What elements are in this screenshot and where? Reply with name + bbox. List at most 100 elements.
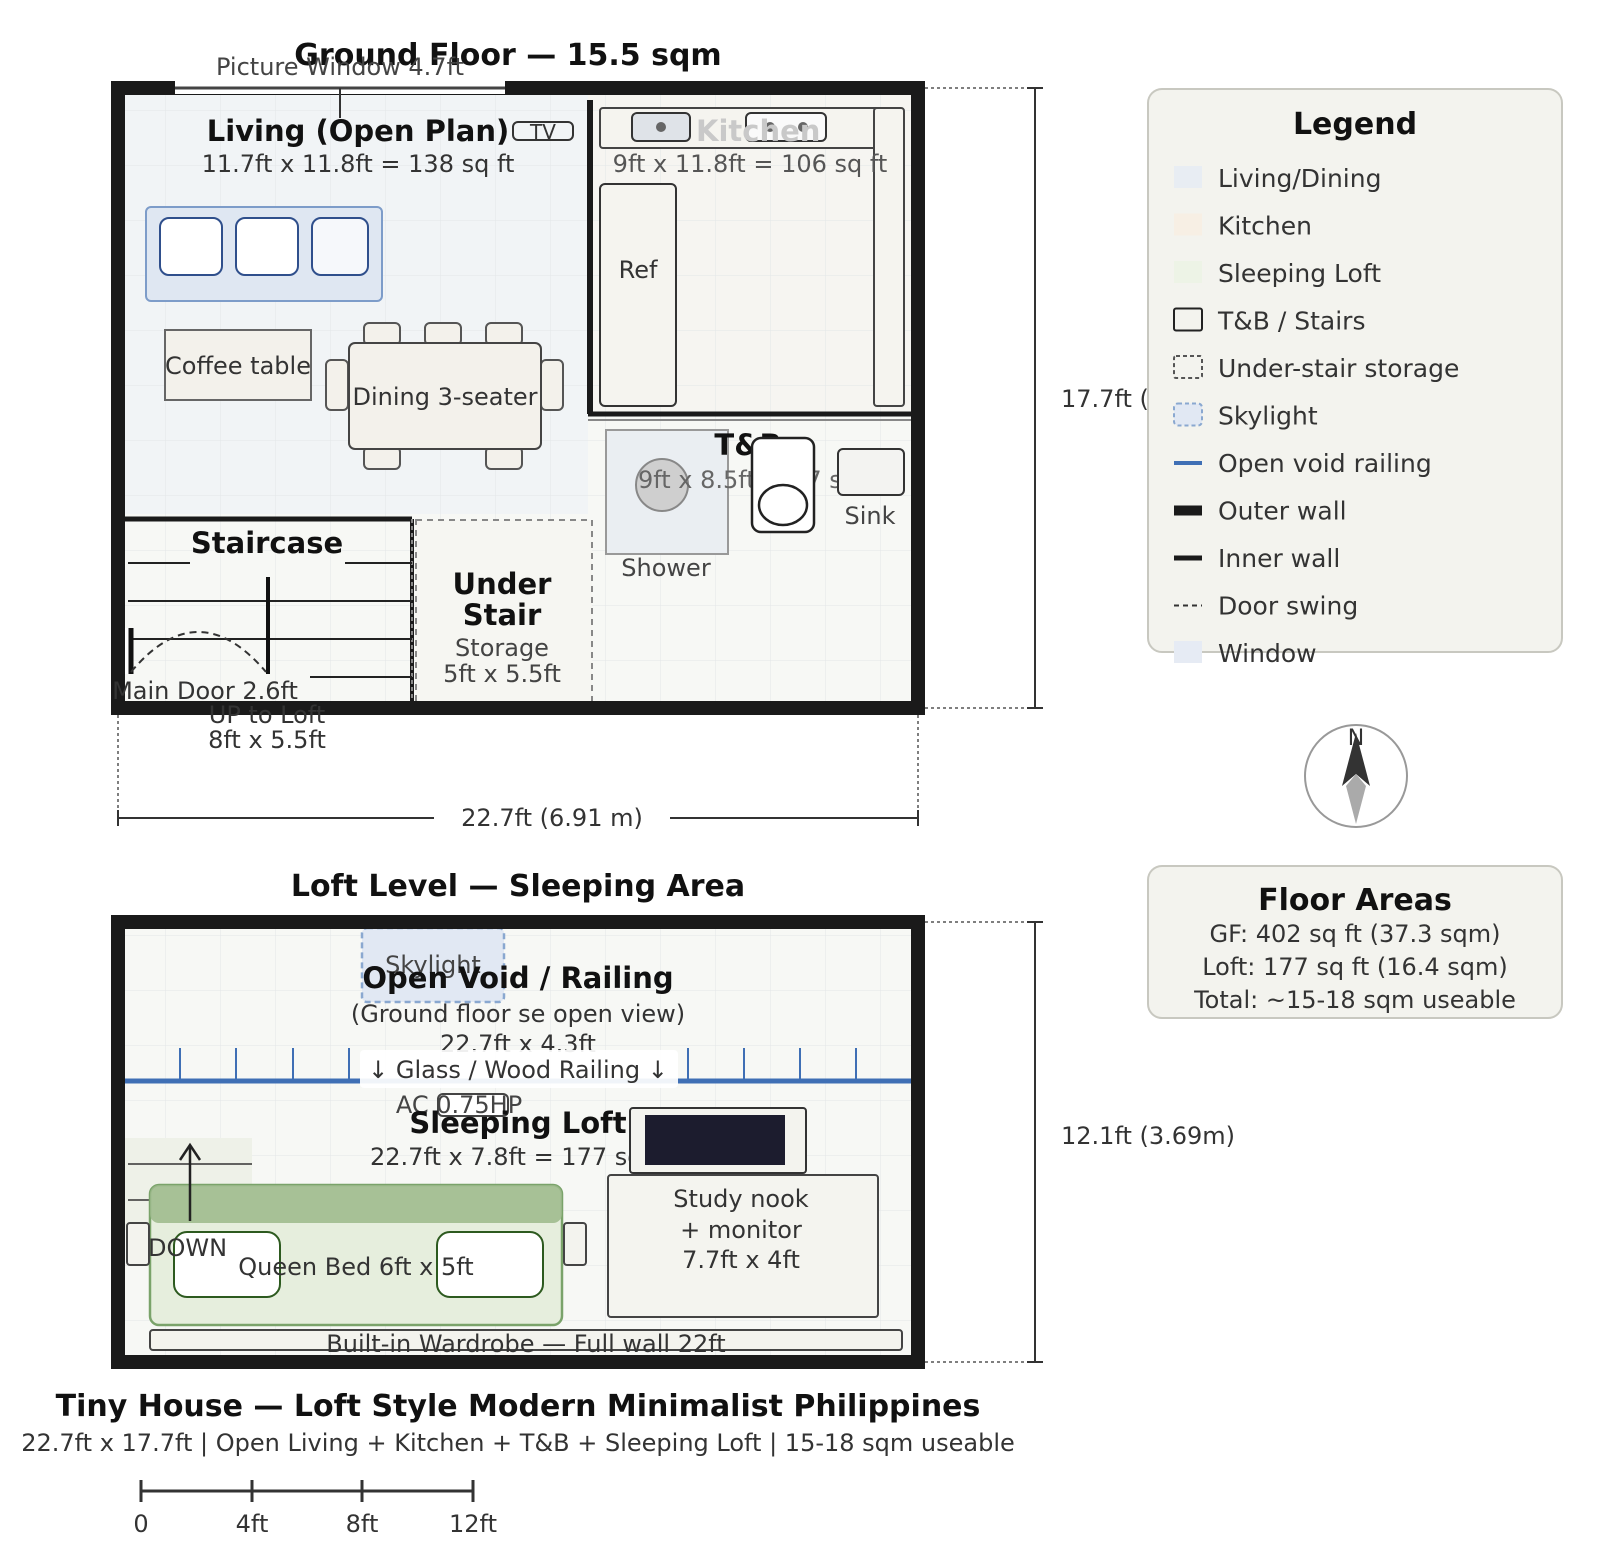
compass-label: N	[1348, 726, 1364, 751]
loft-title: Loft Level — Sleeping Area	[291, 869, 745, 904]
under-stair-line2: Stair	[463, 598, 542, 632]
sink-label: Sink	[844, 502, 895, 530]
picture-window-label: Picture Window 4.7ft	[216, 53, 464, 81]
legend-swatch	[1174, 166, 1202, 188]
under-stair-line1: Under	[453, 567, 553, 601]
legend-swatch	[1173, 355, 1203, 379]
scale-tick-12: 12ft	[449, 1510, 497, 1538]
legend-item: Skylight	[1173, 402, 1318, 431]
ground-width-label: 22.7ft (6.91 m)	[461, 804, 643, 832]
void-sub: (Ground floor se open view)	[351, 1000, 685, 1028]
void-title: Open Void / Railing	[362, 961, 673, 995]
loft-plan: Skylight Open Void / Railing (Ground flo…	[111, 915, 925, 1369]
kitchen-dims: 9ft x 11.8ft = 106 sq ft	[613, 150, 888, 178]
under-stair-storage	[415, 519, 593, 705]
legend-item: Sleeping Loft	[1174, 259, 1381, 288]
sofa	[145, 206, 383, 302]
floor-areas-title: Floor Areas	[1258, 883, 1452, 918]
legend-item: Kitchen	[1174, 212, 1312, 241]
sleeping-dims: 22.7ft x 7.8ft = 177 sq ft	[370, 1143, 668, 1171]
ac-unit	[437, 1093, 509, 1117]
ground-floor-plan: Picture Window 4.7ft Living (Open Plan) …	[111, 53, 925, 754]
study-line2: + monitor	[680, 1216, 802, 1244]
dining-set	[325, 322, 564, 470]
legend-label: Under-stair storage	[1218, 354, 1459, 383]
main-door-label: Main Door 2.6ft	[112, 677, 298, 705]
legend-label: Window	[1218, 639, 1317, 668]
dining-label: Dining 3-seater	[352, 383, 537, 411]
study-nook	[607, 1174, 879, 1318]
legend-label: Kitchen	[1218, 212, 1312, 241]
legend-swatch	[1174, 641, 1202, 663]
staircase-title: Staircase	[191, 526, 343, 560]
footer-subtitle: 22.7ft x 17.7ft | Open Living + Kitchen …	[21, 1429, 1015, 1457]
area-gf: GF: 402 sq ft (37.3 sqm)	[1209, 920, 1500, 948]
legend-swatch	[1174, 261, 1202, 283]
legend-label: Open void railing	[1218, 449, 1432, 478]
nightstand-right	[563, 1222, 587, 1266]
bathroom-sink	[837, 448, 905, 496]
ac-label: AC 0.75HP	[396, 1091, 522, 1119]
skylight-label: Skylight	[385, 951, 481, 979]
under-stair-dims: 5ft x 5.5ft	[443, 660, 561, 688]
scale-bar: 0 4ft 8ft 12ft	[133, 1480, 497, 1538]
legend-item: T&B / Stairs	[1173, 307, 1365, 336]
footer-title: Tiny House — Loft Style Modern Minimalis…	[56, 1389, 981, 1424]
area-loft: Loft: 177 sq ft (16.4 sqm)	[1202, 953, 1508, 981]
refrigerator	[599, 183, 677, 407]
loft-depth-label: 12.1ft (3.69m)	[1061, 1122, 1235, 1150]
legend-label: Inner wall	[1218, 544, 1340, 573]
legend-label: Sleeping Loft	[1218, 259, 1381, 288]
railing-label: ↓ Glass / Wood Railing ↓	[368, 1056, 668, 1084]
bed-label: Queen Bed 6ft x 5ft	[238, 1253, 473, 1281]
monitor-screen	[645, 1115, 785, 1165]
living-dims: 11.7ft x 11.8ft = 138 sq ft	[202, 150, 515, 178]
tv-label: TV	[529, 120, 556, 144]
legend-label: Skylight	[1218, 402, 1318, 431]
tv-shape	[512, 121, 574, 141]
legend-item: Door swing	[1174, 592, 1358, 621]
stairs-note: UP to Loft	[209, 701, 325, 729]
scale-tick-4: 4ft	[236, 1510, 269, 1538]
legend-item: Living/Dining	[1174, 164, 1381, 193]
loft-outer-wall	[111, 915, 925, 1369]
north-arrow-icon	[1342, 733, 1370, 786]
legend-item: Open void railing	[1174, 449, 1432, 478]
wardrobe-label: Built-in Wardrobe — Full wall 22ft	[326, 1330, 725, 1358]
legend-title: Legend	[1293, 107, 1417, 142]
ref-label: Ref	[619, 256, 658, 284]
legend-swatch	[1174, 213, 1202, 236]
under-stair-line3: Storage	[455, 634, 549, 662]
living-title: Living (Open Plan)	[207, 114, 510, 148]
legend-item: Inner wall	[1174, 544, 1340, 573]
stove	[745, 112, 827, 142]
legend-label: Door swing	[1218, 592, 1358, 621]
pillow-left	[173, 1231, 281, 1298]
shower-drain	[635, 458, 689, 512]
study-line1: Study nook	[673, 1185, 809, 1213]
sleeping-title: Sleeping Loft	[409, 1106, 626, 1140]
legend-swatch	[1173, 307, 1203, 332]
pillow-right	[436, 1231, 544, 1298]
coffee-table-label: Coffee table	[165, 352, 311, 380]
legend-item: Under-stair storage	[1173, 354, 1459, 383]
floor-areas-panel: Floor Areas GF: 402 sq ft (37.3 sqm) Lof…	[1147, 865, 1563, 1019]
kitchen-title: Kitchen	[696, 114, 820, 148]
door-swing	[130, 631, 267, 673]
legend-item: Outer wall	[1174, 497, 1347, 526]
legend-item: Window	[1174, 639, 1317, 668]
shower-label: Shower	[621, 554, 711, 582]
area-total: Total: ~15-18 sqm useable	[1193, 986, 1516, 1014]
legend-swatch	[1173, 402, 1203, 427]
loft-depth-dimension: 12.1ft (3.69m)	[925, 921, 1235, 1363]
study-line3: 7.7ft x 4ft	[682, 1246, 800, 1274]
nightstand-left	[126, 1222, 150, 1266]
stairs-dims: 8ft x 5.5ft	[208, 726, 326, 754]
legend-label: Living/Dining	[1218, 164, 1381, 193]
wardrobe	[149, 1329, 903, 1351]
scale-tick-8: 8ft	[346, 1510, 379, 1538]
legend-label: T&B / Stairs	[1217, 307, 1365, 336]
down-label: DOWN	[148, 1234, 227, 1262]
